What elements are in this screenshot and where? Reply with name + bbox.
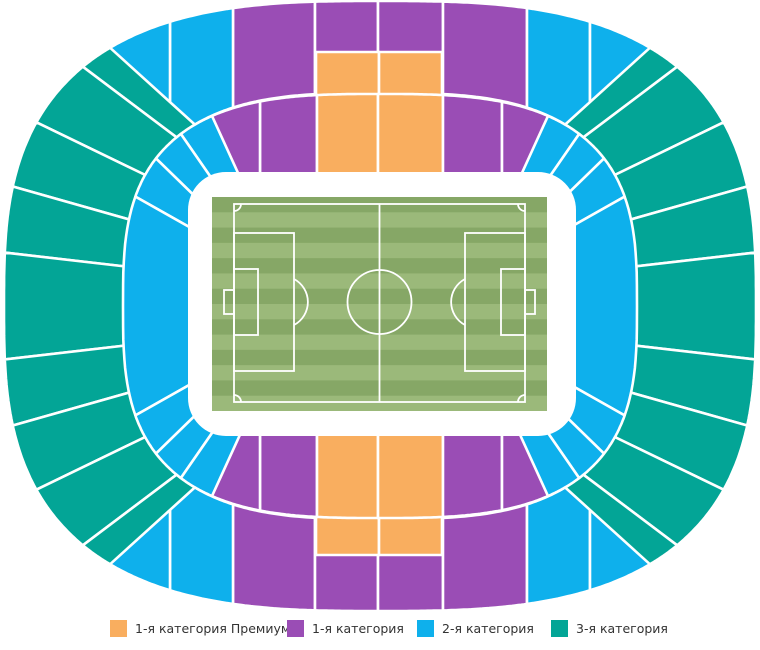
legend-label: 3-я категория xyxy=(576,620,668,636)
sector-lower-bottom[interactable] xyxy=(315,424,380,520)
premium-block-upper-top[interactable] xyxy=(314,50,381,98)
penalty-arc-right xyxy=(450,278,466,326)
legend-item-cat1: 1-я категория xyxy=(287,619,404,637)
legend-swatch-cat3 xyxy=(551,619,568,637)
sector-upper-bottom[interactable] xyxy=(441,503,529,610)
legend-label: 1-я категория xyxy=(312,620,404,636)
legend-swatch-premium xyxy=(110,619,127,637)
sector-upper-left-teal[interactable] xyxy=(2,251,127,361)
pitch-markings xyxy=(223,203,536,403)
corner-arc xyxy=(233,203,242,212)
legend-label: 1-я категория Премиум xyxy=(135,620,291,636)
legend-swatch-cat1 xyxy=(287,619,304,637)
legend-item-premium: 1-я категория Премиум xyxy=(110,619,290,637)
sector-upper-right-teal[interactable] xyxy=(633,251,758,361)
sector-upper-top[interactable] xyxy=(231,0,317,109)
premium-block-upper-top[interactable] xyxy=(377,50,444,98)
center-circle xyxy=(346,269,413,335)
legend-item-cat3: 3-я категория xyxy=(551,619,668,637)
penalty-arc-left xyxy=(293,278,309,326)
sector-upper-top[interactable] xyxy=(441,0,529,109)
goal-left xyxy=(223,289,235,315)
corner-arc xyxy=(233,394,242,403)
legend-swatch-cat2 xyxy=(417,619,434,637)
legend: 1-я категория Премиум 1-я категория 2-я … xyxy=(0,612,760,642)
sector-lower-bottom[interactable] xyxy=(376,424,445,520)
sector-upper-bottom[interactable] xyxy=(231,503,317,610)
corner-arc xyxy=(517,394,526,403)
stadium-seating-map xyxy=(2,0,758,610)
football-pitch xyxy=(212,197,547,411)
legend-item-cat2: 2-я категория xyxy=(417,619,534,637)
corner-arc xyxy=(517,203,526,212)
legend-label: 2-я категория xyxy=(442,620,534,636)
goal-right xyxy=(524,289,536,315)
